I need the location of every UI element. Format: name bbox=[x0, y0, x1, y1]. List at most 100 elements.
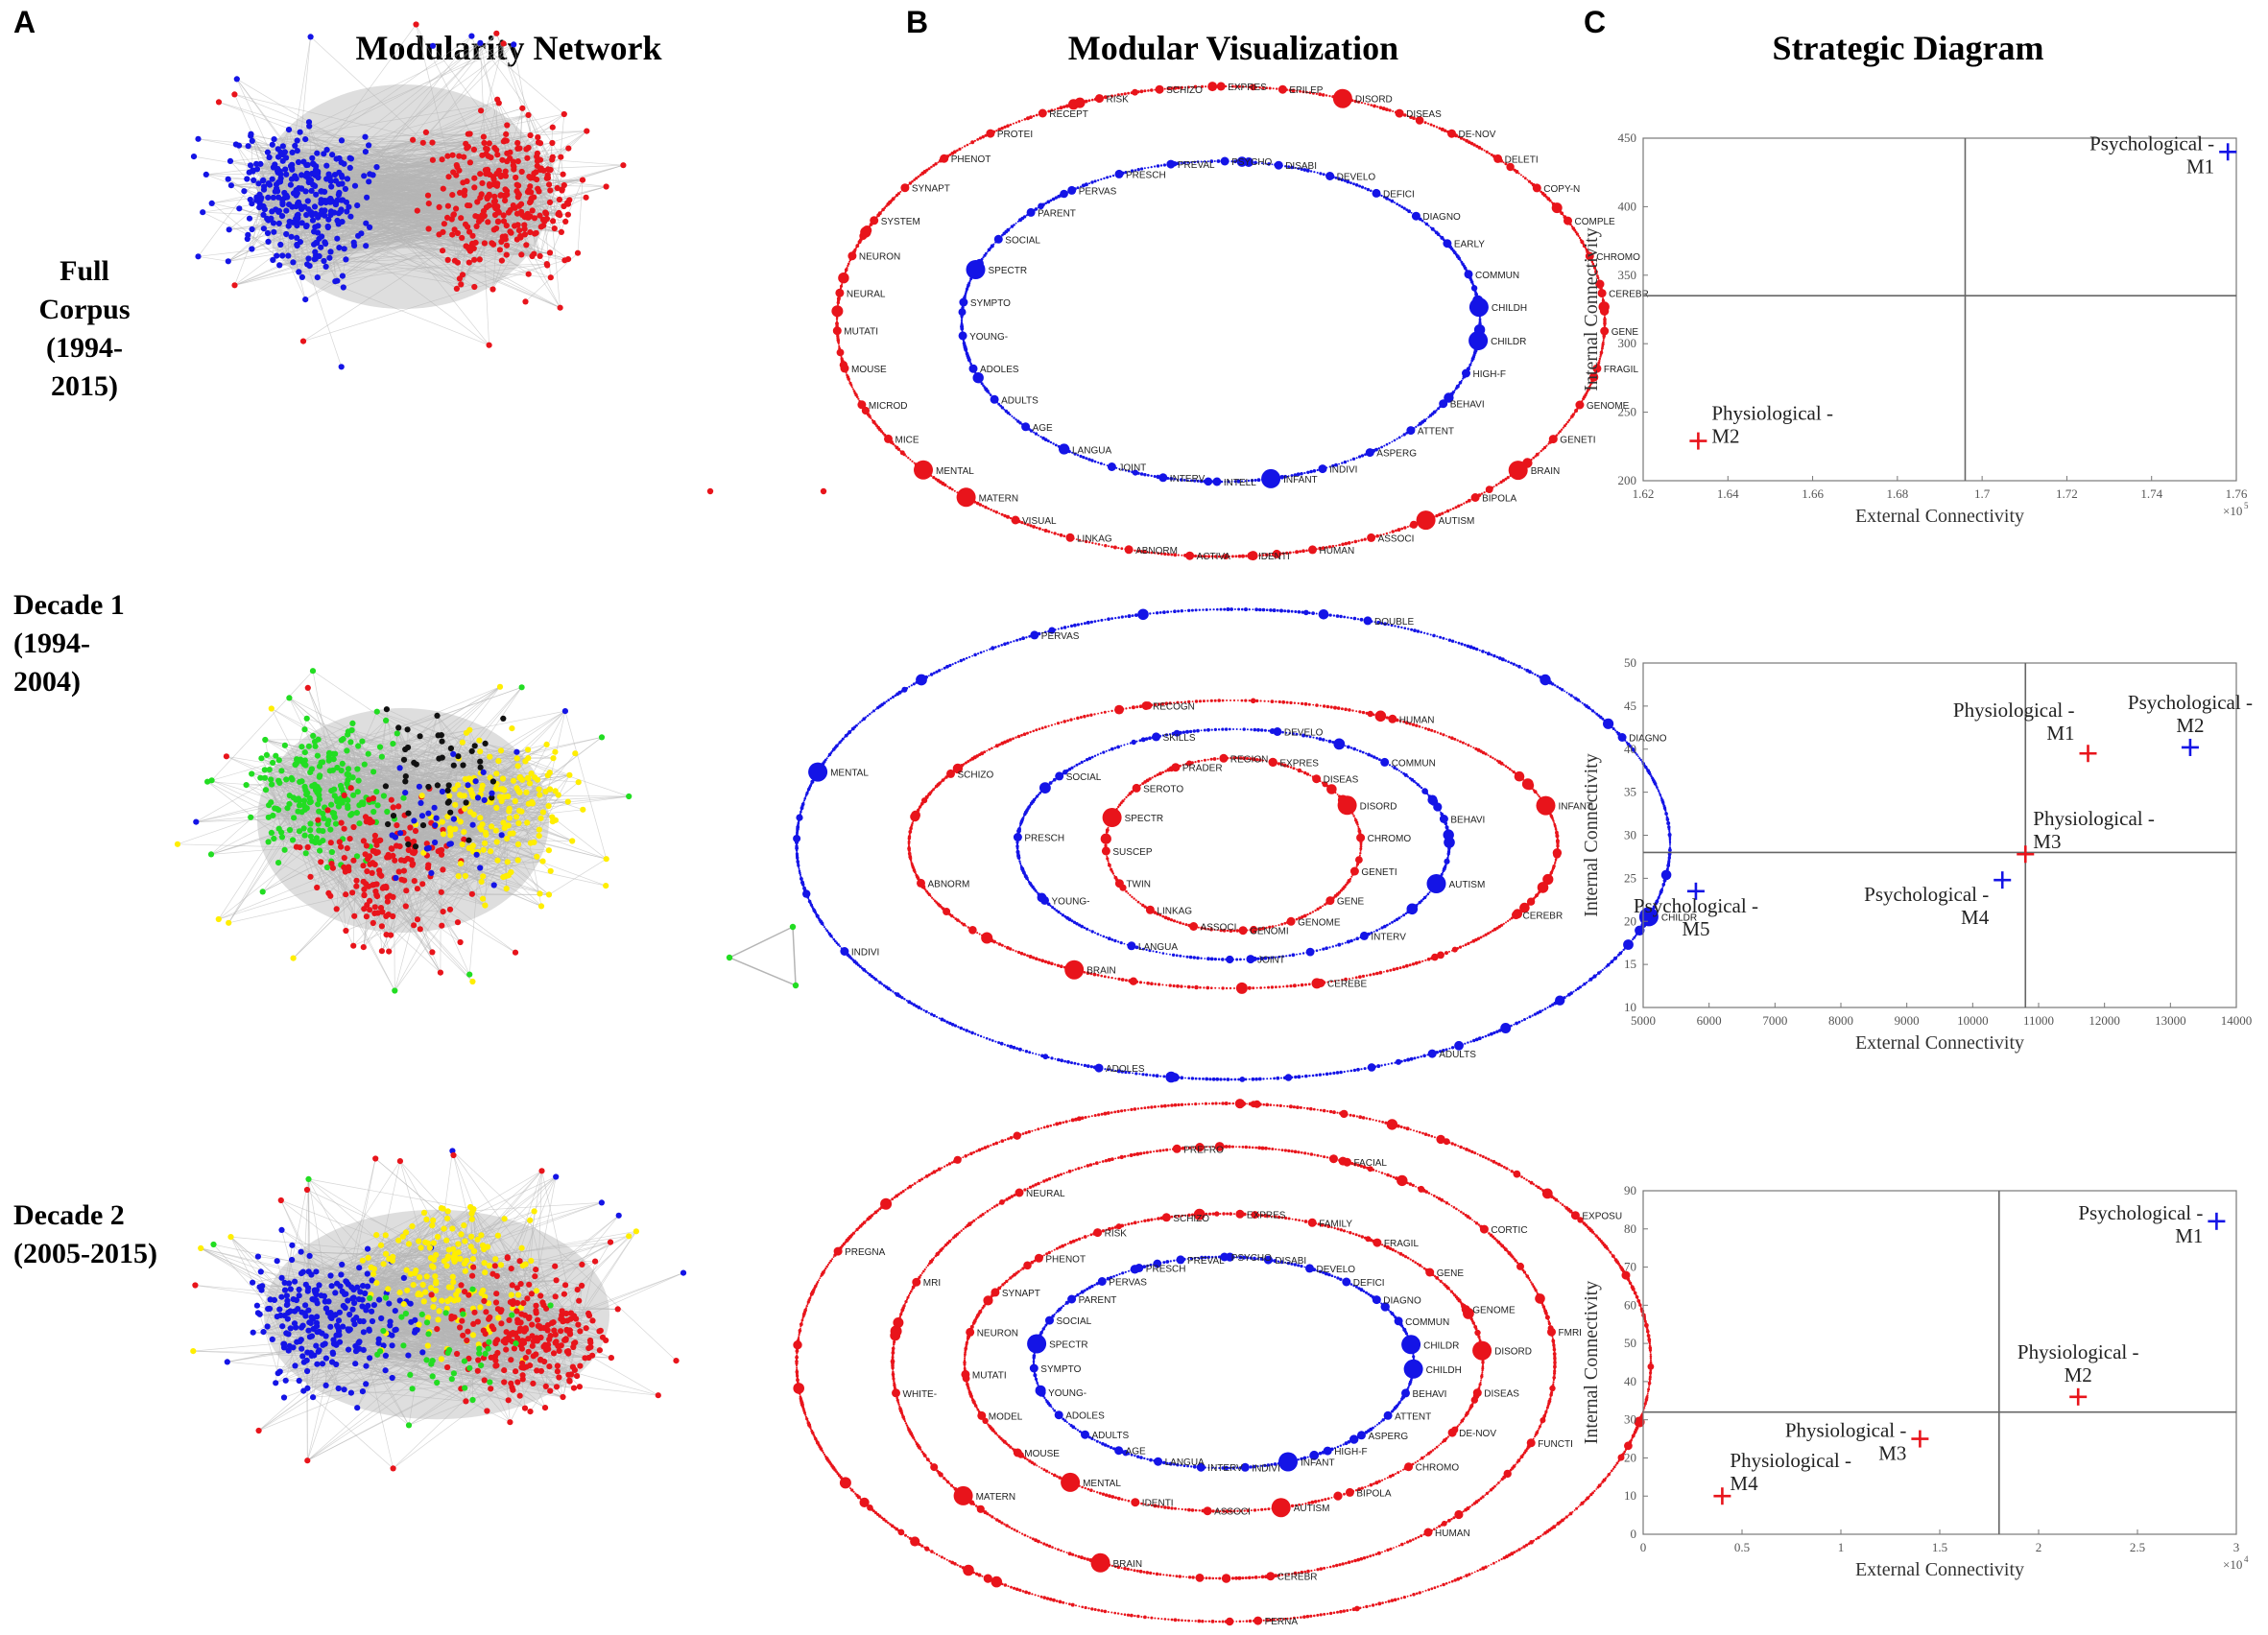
labeled-node bbox=[1038, 108, 1047, 118]
network-node bbox=[550, 1319, 557, 1326]
ring-node bbox=[1204, 555, 1207, 558]
network-node bbox=[423, 1357, 430, 1363]
network-node bbox=[315, 214, 322, 221]
ring-node bbox=[1410, 628, 1414, 631]
network-node bbox=[547, 1333, 554, 1339]
network-node bbox=[464, 145, 470, 152]
network-node bbox=[528, 770, 535, 777]
network-node bbox=[312, 249, 319, 255]
network-node bbox=[598, 1199, 606, 1206]
network-node bbox=[313, 1291, 320, 1298]
network-node bbox=[468, 33, 475, 39]
network-node bbox=[363, 1307, 370, 1314]
ring-node bbox=[869, 713, 871, 716]
ring-node bbox=[1276, 1076, 1280, 1080]
network-node bbox=[469, 821, 476, 828]
ring-node bbox=[1136, 90, 1140, 94]
network-node bbox=[443, 1263, 450, 1269]
ring-node bbox=[1327, 545, 1332, 549]
ring-node bbox=[1000, 644, 1003, 647]
network-node bbox=[512, 797, 518, 805]
network-node bbox=[522, 1355, 529, 1362]
network-node bbox=[262, 736, 269, 744]
ring-node bbox=[1069, 624, 1074, 628]
network-node bbox=[327, 208, 335, 215]
network-node bbox=[579, 1282, 585, 1289]
labeled-node bbox=[1462, 368, 1470, 378]
network-node bbox=[400, 1342, 407, 1349]
network-node bbox=[278, 1226, 285, 1233]
network-node bbox=[349, 1306, 356, 1313]
ring-node bbox=[1383, 1063, 1387, 1066]
ring-node bbox=[1202, 608, 1205, 611]
ring-node bbox=[1315, 949, 1319, 952]
network-node bbox=[369, 1308, 375, 1315]
ring-node bbox=[1526, 1017, 1529, 1020]
network-node bbox=[434, 1326, 441, 1333]
node-label: INFANT bbox=[1283, 475, 1318, 486]
network-node bbox=[277, 1197, 284, 1204]
ring-node bbox=[1504, 659, 1507, 662]
ring-node bbox=[994, 510, 999, 514]
ring-node bbox=[1026, 116, 1030, 121]
labeled-node bbox=[1011, 515, 1020, 525]
network-node bbox=[310, 1394, 317, 1401]
ring-node bbox=[891, 197, 895, 201]
ring-node bbox=[1509, 918, 1512, 921]
network-node bbox=[451, 1297, 458, 1304]
labeled-node bbox=[808, 762, 828, 782]
ring-node bbox=[1457, 641, 1461, 645]
network-nodes bbox=[190, 21, 627, 370]
network-node bbox=[304, 1457, 311, 1464]
network-node bbox=[512, 949, 519, 956]
ring-node bbox=[1315, 1074, 1319, 1077]
ring-node bbox=[1436, 731, 1439, 734]
ring-node bbox=[1468, 140, 1471, 144]
network-node bbox=[460, 762, 466, 769]
network-node bbox=[508, 1357, 514, 1363]
ring-node bbox=[1534, 455, 1537, 458]
ring-node bbox=[1162, 163, 1166, 167]
ring-node bbox=[1275, 700, 1277, 703]
network-node bbox=[350, 239, 357, 246]
network-node bbox=[288, 233, 295, 240]
ring-node bbox=[1193, 84, 1198, 89]
ring-node bbox=[1026, 954, 1029, 958]
network-node bbox=[356, 820, 363, 827]
ring-node bbox=[1395, 1058, 1402, 1065]
ring-node bbox=[1204, 958, 1206, 960]
network-node bbox=[418, 799, 424, 807]
ring-node bbox=[1143, 167, 1146, 170]
network-node bbox=[396, 1290, 403, 1296]
ring-node bbox=[1090, 930, 1094, 934]
ring-node bbox=[1009, 1044, 1014, 1049]
ring-node bbox=[1285, 955, 1288, 958]
network-node bbox=[389, 1332, 395, 1339]
network-node bbox=[276, 1368, 283, 1375]
ring-node bbox=[1385, 532, 1389, 535]
ring-node bbox=[1447, 638, 1452, 642]
ring-node bbox=[1520, 667, 1523, 670]
ring-node bbox=[915, 177, 919, 180]
network-node bbox=[425, 225, 432, 232]
ring-node bbox=[1469, 1040, 1472, 1043]
network-node bbox=[316, 796, 322, 803]
ring-node bbox=[1015, 418, 1017, 421]
network-node bbox=[402, 773, 409, 780]
ring-node bbox=[1291, 88, 1296, 93]
network-node bbox=[316, 1347, 322, 1354]
network-node bbox=[423, 1273, 430, 1280]
network-node bbox=[449, 1225, 456, 1232]
ring-node bbox=[1400, 205, 1404, 209]
network-node bbox=[347, 739, 354, 746]
network-node bbox=[226, 226, 232, 233]
ring-node bbox=[1235, 958, 1239, 961]
network-node bbox=[383, 706, 390, 713]
ring-node bbox=[887, 699, 891, 701]
network-node bbox=[529, 800, 537, 807]
ring-node bbox=[1239, 958, 1242, 961]
ring-node bbox=[1309, 469, 1313, 474]
network-node bbox=[500, 218, 508, 225]
ring-node bbox=[1073, 623, 1077, 628]
